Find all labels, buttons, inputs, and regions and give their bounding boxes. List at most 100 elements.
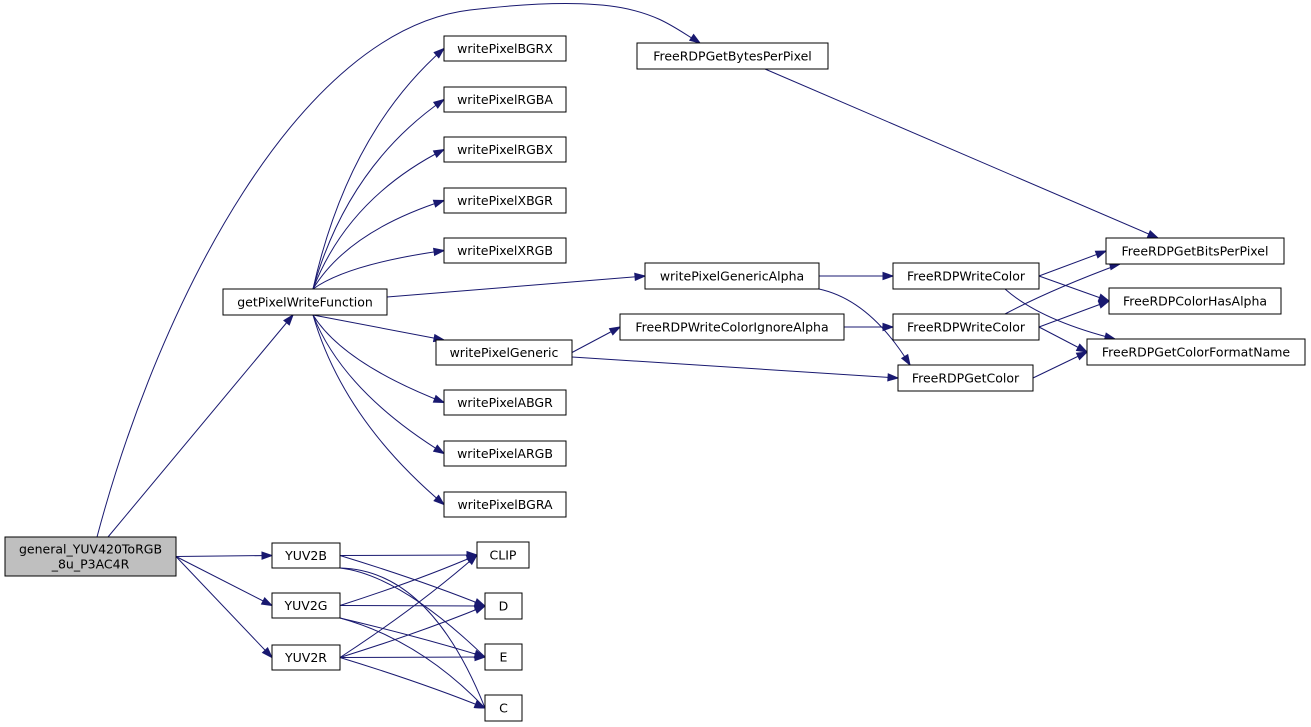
node-free-rdpwrite-color1[interactable]: FreeRDPWriteColor [892,262,1040,290]
node-write-pixel-xrgb-box[interactable] [443,237,567,264]
edge-get-pixel-write-function-to-write-pixel-bgra-arrowhead [433,494,446,506]
node-write-pixel-rgba[interactable]: writePixelRGBA [443,86,567,113]
edge-write-pixel-generic-to-free-rdpget-color-arrowhead [887,373,900,382]
node-write-pixel-rgbx[interactable]: writePixelRGBX [443,136,567,163]
node-root-box[interactable] [4,536,177,577]
edge-write-pixel-generic-alpha-to-free-rdpget-color-arrowhead [900,353,911,367]
node-free-rdpget-color-box[interactable] [897,364,1034,392]
edge-write-pixel-generic-to-free-rdpwrite-color-ignore-alpha-arrowhead [608,326,622,336]
node-yuv2-b[interactable]: YUV2B [271,542,341,569]
edge-get-pixel-write-function-to-write-pixel-generic-alpha-arrowhead [634,272,647,282]
node-free-rdpwrite-color-ignore-alpha-label: FreeRDPWriteColorIgnoreAlpha [635,320,828,335]
node-root-label: _8u_P3AC4R [51,557,130,572]
edge-yuv2-r-to-clip-arrowhead [466,554,479,566]
node-write-pixel-abgr-box[interactable] [443,389,567,416]
node-free-rdpwrite-color-ignore-alpha-box[interactable] [619,313,845,341]
node-write-pixel-generic-alpha[interactable]: writePixelGenericAlpha [644,262,820,290]
node-write-pixel-rgbx-box[interactable] [443,136,567,163]
node-d-box[interactable] [484,592,523,620]
node-free-rdpwrite-color2[interactable]: FreeRDPWriteColor [892,313,1040,341]
node-write-pixel-bgra-box[interactable] [443,491,567,518]
edge-get-pixel-write-function-to-write-pixel-bgra-line [312,314,445,505]
edge-root-to-free-rdpget-bytes-per-pixel-line [96,2,701,538]
node-free-rdpget-bits-per-pixel-label: FreeRDPGetBitsPerPixel [1122,244,1269,259]
edge-root-to-yuv2-r [175,556,274,659]
node-free-rdpget-bits-per-pixel-box[interactable] [1105,237,1285,265]
node-d[interactable]: D [484,592,523,620]
edge-get-pixel-write-function-to-write-pixel-rgba-line [312,99,445,290]
edge-get-pixel-write-function-to-write-pixel-bgrx-line [312,48,445,290]
edge-free-rdpwrite-color1-to-free-rdpcolor-has-alpha-arrowhead [1097,293,1111,302]
node-write-pixel-rgbx-label: writePixelRGBX [457,142,553,157]
node-free-rdpget-color[interactable]: FreeRDPGetColor [897,364,1034,392]
edge-yuv2-b-to-e-line [339,567,486,658]
node-write-pixel-argb[interactable]: writePixelARGB [443,440,567,467]
node-write-pixel-bgrx-box[interactable] [443,35,567,62]
node-d-label: D [499,599,509,614]
node-write-pixel-generic-box[interactable] [435,339,573,366]
edge-get-pixel-write-function-to-write-pixel-abgr [312,314,446,404]
node-write-pixel-generic[interactable]: writePixelGeneric [435,339,573,366]
edge-free-rdpwrite-color1-to-free-rdpget-bits-per-pixel [1038,250,1108,277]
node-get-pixel-write-function-box[interactable] [222,288,388,316]
node-c-box[interactable] [484,694,523,722]
edge-yuv2-g-to-clip [339,554,479,606]
node-free-rdpwrite-color1-box[interactable] [892,262,1040,290]
node-free-rdpwrite-color-ignore-alpha[interactable]: FreeRDPWriteColorIgnoreAlpha [619,313,845,341]
edge-yuv2-r-to-d [339,605,487,658]
edge-free-rdpwrite-color2-to-free-rdpcolor-has-alpha-arrowhead [1097,300,1111,309]
edge-root-to-yuv2-b [175,551,274,560]
node-write-pixel-xrgb[interactable]: writePixelXRGB [443,237,567,264]
edge-yuv2-r-to-d-line [339,605,486,658]
node-write-pixel-argb-box[interactable] [443,440,567,467]
edges-layer [96,2,1160,709]
edge-get-pixel-write-function-to-write-pixel-xrgb-line [312,250,445,290]
node-c[interactable]: C [484,694,523,722]
edge-yuv2-r-to-d-arrowhead [473,605,487,614]
edge-free-rdpwrite-color2-to-free-rdpget-color-format-name-arrowhead [1075,343,1089,353]
node-e-box[interactable] [484,643,523,671]
node-yuv2-r[interactable]: YUV2R [271,644,341,671]
node-yuv2-g[interactable]: YUV2G [271,592,341,619]
edge-yuv2-b-to-clip [339,550,479,560]
node-clip-label: CLIP [490,548,517,563]
node-write-pixel-xbgr-box[interactable] [443,187,567,214]
node-yuv2-g-box[interactable] [271,592,341,619]
edge-root-to-get-pixel-write-function-arrowhead [283,313,294,326]
node-free-rdpget-color-format-name[interactable]: FreeRDPGetColorFormatName [1086,338,1306,366]
node-write-pixel-bgra[interactable]: writePixelBGRA [443,491,567,518]
edge-get-pixel-write-function-to-write-pixel-bgrx-arrowhead [433,47,446,59]
node-free-rdpget-bytes-per-pixel[interactable]: FreeRDPGetBytesPerPixel [636,42,829,70]
edge-free-rdpget-color-to-free-rdpget-color-format-name-arrowhead [1075,351,1089,361]
node-free-rdpwrite-color2-label: FreeRDPWriteColor [907,320,1026,335]
node-c-label: C [499,701,508,716]
edge-root-to-yuv2-g-line [175,556,273,606]
node-write-pixel-bgrx[interactable]: writePixelBGRX [443,35,567,62]
node-e[interactable]: E [484,643,523,671]
node-free-rdpcolor-has-alpha-box[interactable] [1108,287,1282,315]
edge-free-rdpwrite-color-ignore-alpha-to-free-rdpwrite-color2 [844,322,895,332]
node-write-pixel-rgba-box[interactable] [443,86,567,113]
node-write-pixel-abgr[interactable]: writePixelABGR [443,389,567,416]
node-get-pixel-write-function[interactable]: getPixelWriteFunction [222,288,388,316]
edge-free-rdpwrite-color1-to-free-rdpcolor-has-alpha-line [1038,275,1110,302]
node-write-pixel-bgra-label: writePixelBGRA [457,497,553,512]
node-free-rdpget-bits-per-pixel[interactable]: FreeRDPGetBitsPerPixel [1105,237,1285,265]
node-yuv2-r-box[interactable] [271,644,341,671]
node-free-rdpwrite-color2-box[interactable] [892,313,1040,341]
node-clip[interactable]: CLIP [476,541,530,569]
edge-get-pixel-write-function-to-write-pixel-generic-alpha [386,272,647,298]
edge-yuv2-r-to-e [339,652,487,662]
node-yuv2-b-box[interactable] [271,542,341,569]
node-write-pixel-xbgr[interactable]: writePixelXBGR [443,187,567,214]
edge-yuv2-r-to-c [339,657,487,709]
node-free-rdpget-color-format-name-box[interactable] [1086,338,1306,366]
node-free-rdpcolor-has-alpha[interactable]: FreeRDPColorHasAlpha [1108,287,1282,315]
node-free-rdpget-bytes-per-pixel-label: FreeRDPGetBytesPerPixel [653,49,812,64]
node-root[interactable]: general_YUV420ToRGB_8u_P3AC4R [4,536,177,577]
edge-write-pixel-generic-alpha-to-free-rdpwrite-color1 [819,271,895,281]
node-clip-box[interactable] [476,541,530,569]
node-write-pixel-generic-alpha-box[interactable] [644,262,820,290]
node-free-rdpget-bytes-per-pixel-box[interactable] [636,42,829,70]
